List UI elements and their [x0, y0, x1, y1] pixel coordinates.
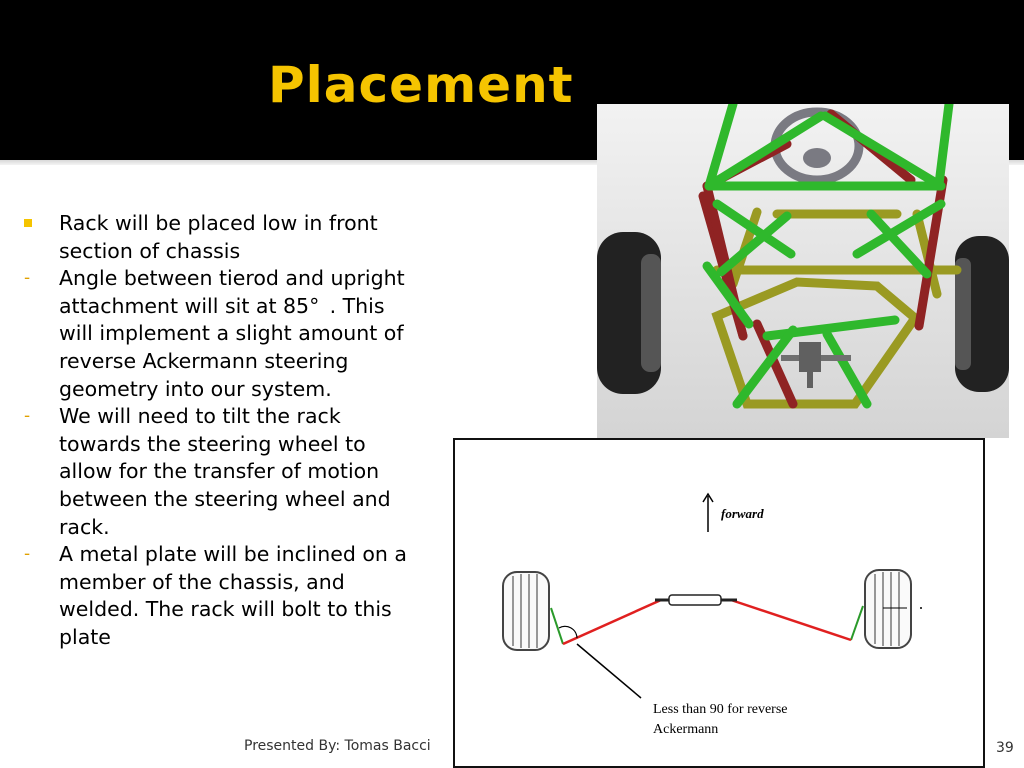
- bullet-text: Angle between tierod and upright attachm…: [59, 266, 405, 401]
- chassis-render-svg: [597, 104, 1009, 438]
- chassis-render-image: [597, 104, 1009, 438]
- left-wheel-icon: [502, 571, 550, 651]
- rack-icon: [655, 594, 737, 606]
- steering-geometry-svg: forward: [502, 492, 922, 737]
- steering-geometry-diagram: forward: [453, 438, 985, 768]
- left-wheel: [597, 232, 661, 394]
- forward-label: forward: [721, 506, 764, 521]
- right-wheel: [955, 236, 1009, 392]
- up-arrow-icon: [702, 492, 714, 532]
- bullet-item: - We will need to tilt the rack towards …: [24, 404, 391, 539]
- footer-presenter: Presented By: Tomas Bacci: [244, 738, 431, 754]
- bullet-text: A metal plate will be inclined on a memb…: [59, 542, 407, 649]
- rack-assembly: [781, 342, 851, 388]
- bullet-text: Rack will be placed low in front section…: [59, 211, 378, 263]
- bullet-item: - Angle between tierod and upright attac…: [24, 266, 405, 401]
- bullet-text: We will need to tilt the rack towards th…: [59, 404, 391, 539]
- title-divider: [0, 160, 1024, 165]
- right-wheel-icon: [864, 569, 922, 649]
- diagram-note-line2: Ackermann: [653, 722, 718, 737]
- bullet-item: Rack will be placed low in front section…: [22, 210, 407, 265]
- bullet-item: - A metal plate will be inclined on a me…: [24, 542, 407, 649]
- page-number: 39: [996, 740, 1014, 756]
- diagram-note-line1: Less than 90 for reverse: [653, 702, 788, 717]
- bullet-list: Rack will be placed low in front section…: [22, 210, 407, 652]
- slide-title: Placement: [268, 56, 574, 114]
